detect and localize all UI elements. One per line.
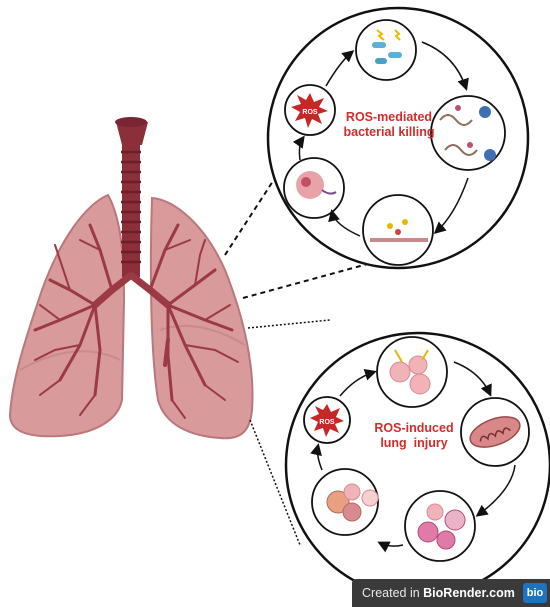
bottom-cycle-node-3	[404, 490, 476, 562]
top-cycle-title-line1: ROS-mediated	[346, 110, 432, 124]
top-cycle-panel: ROS ROS-mediated bacterial killing	[266, 6, 530, 270]
bronchial-tree	[33, 223, 239, 419]
damaged-alveoli-icon	[417, 503, 466, 550]
trachea-icon	[115, 117, 148, 277]
biorender-watermark: Created in BioRender.com bio	[352, 579, 550, 607]
bacteria-lysis-icon	[439, 105, 496, 161]
watermark-brand: BioRender.com	[423, 586, 515, 600]
cycle-arrow-icon	[292, 41, 469, 237]
watermark-text: Created in BioRender.com	[352, 586, 515, 600]
lungs-illustration	[8, 117, 254, 440]
membrane-icon	[370, 219, 428, 242]
top-cycle-node-1	[355, 19, 417, 81]
bottom-ros-badge: ROS	[319, 419, 335, 426]
watermark-prefix: Created in	[362, 586, 424, 600]
top-cycle-title-line2: bacterial killing	[343, 125, 434, 139]
connector-lines	[224, 177, 376, 546]
cycle-arrow-icon	[310, 361, 516, 553]
bottom-cycle-panel: ROS ROS-induced lung injury	[284, 331, 550, 599]
biorender-logo-icon: bio	[523, 583, 547, 603]
ros-burst-icon: ROS	[310, 404, 344, 437]
bottom-cycle-title-line1: ROS-induced	[374, 421, 453, 435]
ros-burst-icon: ROS	[291, 93, 328, 128]
mitochondrion-icon	[469, 416, 521, 448]
bottom-cycle-title-line2: lung injury	[380, 436, 447, 450]
alveoli-icon	[389, 349, 431, 395]
bacteria-icon	[372, 29, 402, 64]
macrophage-icon	[296, 171, 337, 199]
inflamed-alveoli-icon	[326, 483, 379, 522]
top-ros-badge: ROS	[302, 109, 318, 116]
